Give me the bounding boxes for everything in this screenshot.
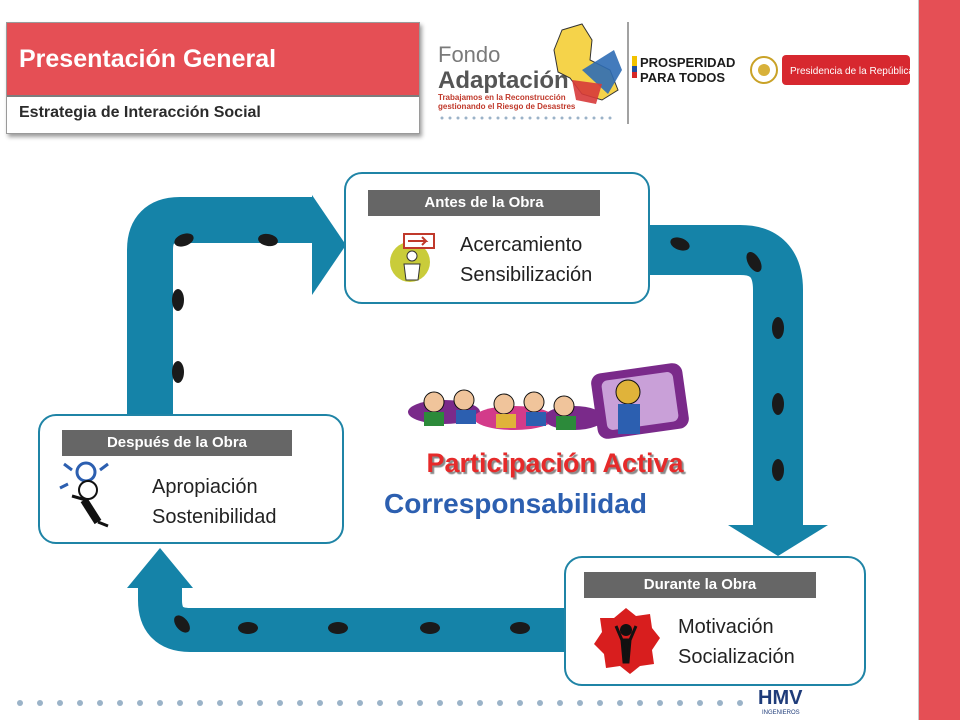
fondo-tagline-2: gestionando el Riesgo de Desastres bbox=[438, 102, 576, 111]
figure-with-logo-icon bbox=[59, 461, 109, 528]
audience-illustration bbox=[408, 363, 689, 439]
center-title: Participación Activa bbox=[426, 448, 684, 478]
bottom-dot-divider bbox=[17, 700, 743, 706]
sign-holder-icon bbox=[390, 233, 435, 282]
fondo-logo-line1: Fondo bbox=[438, 42, 500, 67]
partner-logos: Fondo Adaptación Trabajamos en la Recons… bbox=[438, 22, 912, 124]
stage-antes-line2: Sensibilización bbox=[460, 264, 593, 286]
prosperidad-flag-icon bbox=[632, 56, 637, 78]
flow-arrowhead-antes bbox=[312, 195, 346, 295]
page-title: Presentación General bbox=[19, 45, 277, 73]
prosperidad-line2: PARA TODOS bbox=[640, 70, 725, 85]
stage-despues-text: Apropiación Sostenibilidad bbox=[152, 472, 277, 532]
fondo-dots bbox=[440, 116, 612, 120]
flow-arrowhead-despues bbox=[127, 548, 193, 588]
stage-despues-line1: Apropiación bbox=[152, 476, 258, 498]
center-subtitle: Corresponsabilidad bbox=[384, 488, 647, 519]
stage-despues-tag: Después de la Obra bbox=[62, 430, 292, 456]
hmv-logo-text: HMV bbox=[758, 687, 803, 709]
header-title-band: Presentación General bbox=[7, 23, 419, 97]
flow-arrowhead-durante bbox=[728, 525, 828, 556]
footprint-icons bbox=[172, 233, 784, 634]
stage-durante-text: Motivación Socialización bbox=[678, 612, 795, 672]
presidencia-badge bbox=[782, 55, 910, 85]
hmv-logo-sub: INGENIEROS bbox=[762, 710, 800, 716]
header-panel: Presentación General Estrategia de Inter… bbox=[6, 22, 420, 134]
flow-path-bottom bbox=[138, 586, 566, 652]
page-subtitle: Estrategia de Interacción Social bbox=[19, 104, 261, 121]
flow-path-right bbox=[648, 225, 803, 528]
stage-antes-line1: Acercamiento bbox=[460, 234, 583, 256]
fondo-tagline-1: Trabajamos en la Reconstrucción bbox=[438, 93, 566, 102]
stage-despues-line2: Sostenibilidad bbox=[152, 506, 277, 528]
stage-durante-tag: Durante la Obra bbox=[584, 572, 816, 598]
stage-antes-text: Acercamiento Sensibilización bbox=[460, 230, 592, 290]
colombia-map-icon bbox=[553, 23, 622, 104]
flow-path-left-top bbox=[127, 197, 312, 420]
stage-durante-line2: Socialización bbox=[678, 646, 795, 668]
stage-antes-tag: Antes de la Obra bbox=[368, 190, 600, 216]
right-accent-stripe bbox=[918, 0, 960, 720]
stage-durante-line1: Motivación bbox=[678, 616, 774, 638]
prosperidad-line1: PROSPERIDAD bbox=[640, 55, 735, 70]
hmv-logo: HMV INGENIEROS bbox=[758, 687, 803, 716]
presidencia-text: Presidencia de la República bbox=[790, 66, 912, 77]
motivation-figure-icon bbox=[594, 608, 660, 674]
fondo-logo-line2: Adaptación bbox=[438, 67, 569, 94]
coat-of-arms-center bbox=[758, 64, 770, 76]
